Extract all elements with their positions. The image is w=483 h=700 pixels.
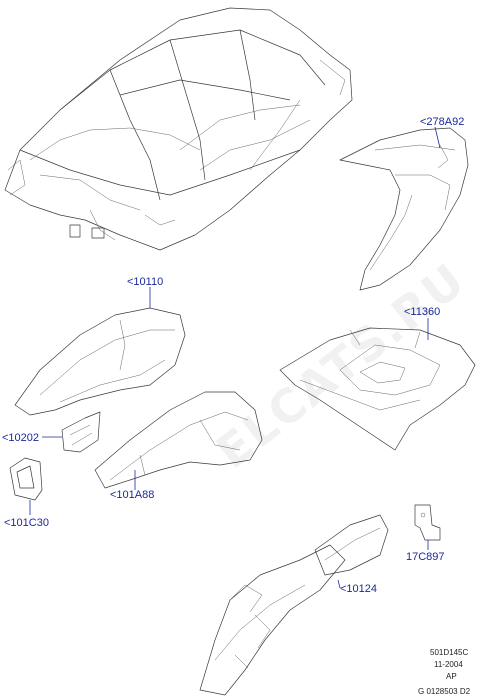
callout-10202[interactable]: <10202 xyxy=(2,432,39,444)
callout-101a88[interactable]: <101A88 xyxy=(110,489,154,501)
rear-floor-panel-illustration xyxy=(279,327,476,451)
callout-278a92[interactable]: <278A92 xyxy=(420,116,464,128)
body-shell-illustration xyxy=(4,7,353,251)
callout-10124[interactable]: <10124 xyxy=(340,583,377,595)
bracket-17c897-illustration xyxy=(414,504,441,541)
ref-line-1: 501D145C xyxy=(430,648,468,657)
callout-17c897[interactable]: 17C897 xyxy=(406,551,445,563)
bracket-10202-illustration xyxy=(61,411,101,453)
callout-10110[interactable]: <10110 xyxy=(127,276,163,288)
ref-line-2: 11-2004 xyxy=(434,660,463,669)
inner-fender-illustration xyxy=(14,307,186,416)
callout-101c30[interactable]: <101C30 xyxy=(4,517,49,529)
longitudinal-assembly-illustration xyxy=(199,544,346,696)
ref-line-4: G 0128503 D2 xyxy=(418,687,471,696)
leader-10124 xyxy=(337,579,341,589)
frame-101c30-illustration xyxy=(9,457,43,501)
leader-278a92 xyxy=(434,126,441,149)
rail-10124-illustration xyxy=(314,514,389,576)
reference-block: 501D145C 11-2004 AP G 0128503 D2 xyxy=(418,648,471,696)
callout-11360[interactable]: <11360 xyxy=(404,306,440,318)
quarter-panel-illustration xyxy=(339,127,469,291)
ref-line-3: AP xyxy=(446,672,457,681)
watermark: ELCATS.RU xyxy=(206,252,475,479)
